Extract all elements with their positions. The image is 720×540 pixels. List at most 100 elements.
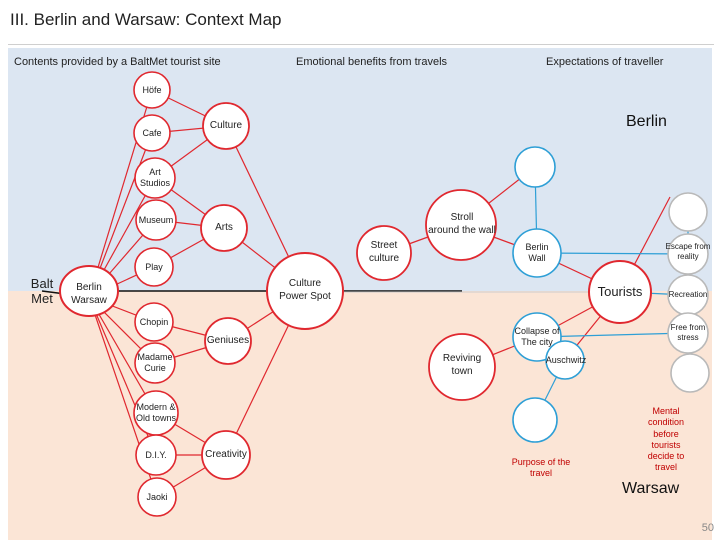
label-reviving-1: Reviving (442, 353, 482, 364)
label-play: Play (145, 262, 163, 272)
label-berlin-wall-1: Berlin (525, 242, 549, 252)
header-contents: Contents provided by a BaltMet tourist s… (14, 56, 221, 68)
label-mental-6: travel (654, 462, 677, 473)
label-reviving-2: town (451, 365, 473, 377)
label-mental-2: condition (647, 417, 685, 428)
node-hofe (133, 71, 171, 109)
label-power-1: Culture (288, 278, 322, 289)
baltmet-label: Balt Met (24, 276, 60, 307)
label-mental-5: decide to (647, 451, 685, 461)
label-stroll-1: Stroll (450, 212, 474, 223)
label-mental-condition: Mental condition before tourists decide … (636, 406, 696, 474)
label-purpose-2: travel (529, 468, 552, 479)
label-culture: Culture (209, 120, 243, 131)
baltmet-line2: Met (31, 290, 53, 306)
node-cafe (133, 114, 171, 152)
node-play (134, 247, 174, 287)
page-number: 50 (701, 522, 714, 534)
label-art-studios-1: Art (149, 167, 161, 177)
label-museum: Museum (138, 215, 174, 225)
label-recreation: Recreation (668, 290, 708, 299)
label-escape-2: reality (677, 252, 699, 261)
label-street-culture: Street culture (357, 240, 411, 265)
header-emotional: Emotional benefits from travels (296, 56, 448, 68)
label-chopin: Chopin (139, 317, 169, 327)
label-madame-curie: Madame Curie (134, 352, 176, 375)
label-stroll: Stroll around the wall (420, 212, 504, 237)
bw-node-label: Berlin Warsaw (60, 282, 118, 307)
node-geniuses (204, 317, 252, 365)
label-mental-4: tourists (651, 439, 681, 450)
header-expectations: Expectations of traveller (546, 56, 664, 68)
node-expect-1 (514, 146, 556, 188)
label-collapse-2: The city (521, 337, 553, 348)
node-creativity (201, 430, 251, 480)
label-arts: Arts (215, 222, 233, 233)
label-stroll-2: around the wall (428, 224, 496, 236)
node-arts (200, 204, 248, 252)
node-diy (135, 434, 177, 476)
label-street-1: Street (370, 240, 398, 251)
label-mental-1: Mental (652, 406, 680, 416)
bw-node-berlin: Berlin (76, 282, 102, 293)
label-street-2: culture (368, 252, 399, 264)
label-purpose-1: Purpose of the (511, 457, 571, 467)
nodes (59, 71, 710, 517)
node-stroll (425, 189, 497, 261)
label-free-1: Free from (670, 323, 706, 332)
label-berlin-wall-2: Wall (528, 253, 546, 264)
label-auschwitz: Auschwitz (545, 355, 587, 365)
edge-blue-free (536, 332, 689, 338)
edge-blue-escape (536, 252, 689, 255)
label-tourists: Tourists (597, 284, 643, 299)
label-diy: D.I.Y. (145, 450, 167, 460)
node-museum (135, 199, 177, 241)
node-berlin-wall (512, 228, 562, 278)
label-geniuses: Geniuses (206, 335, 250, 346)
node-madame-curie (134, 342, 176, 384)
bw-node-warsaw: Warsaw (71, 294, 107, 306)
label-escape: Escape from reality (660, 242, 716, 262)
label-jaoki: Jaoki (146, 492, 168, 502)
node-escape (667, 233, 709, 275)
city-label-warsaw: Warsaw (622, 480, 680, 497)
node-tourists (588, 260, 652, 324)
node-street-culture (356, 225, 412, 281)
label-power-2: Power Spot (279, 290, 331, 302)
page-title: III. Berlin and Warsaw: Context Map (10, 10, 282, 29)
node-free-stress (667, 312, 709, 354)
baltmet-line1: Balt (30, 276, 54, 291)
label-free-stress: Free from stress (664, 323, 712, 343)
city-label-berlin: Berlin (626, 113, 667, 130)
label-reviving-town: Reviving town (432, 353, 492, 378)
node-jaoki (137, 477, 177, 517)
node-reviving-town (428, 333, 496, 401)
label-curie-2: Curie (144, 363, 166, 374)
label-free-2: stress (677, 333, 699, 342)
label-escape-1: Escape from (665, 242, 711, 251)
label-creativity: Creativity (205, 449, 247, 460)
node-purpose (512, 397, 558, 443)
label-purpose: Purpose of the travel (500, 457, 582, 480)
label-cafe: Cafe (142, 128, 162, 138)
node-auschwitz (545, 340, 585, 380)
node-art-studios (134, 157, 176, 199)
label-art-studios: Art Studios (134, 167, 176, 190)
node-berlin-warsaw (59, 265, 119, 317)
label-collapse-1: Collapse of (514, 326, 560, 336)
label-modern-old-1: Modern & (136, 402, 176, 412)
label-modern-old-2: Old towns (135, 413, 177, 424)
label-berlin-wall: Berlin Wall (514, 242, 560, 265)
title-divider (8, 44, 714, 45)
label-art-studios-2: Studios (139, 178, 171, 189)
node-chopin (134, 302, 174, 342)
label-mental-3: before (653, 428, 679, 439)
node-culture-power-spot (266, 252, 344, 330)
label-curie-1: Madame (137, 352, 173, 362)
node-gray-5 (670, 353, 710, 393)
label-modern-old: Modern & Old towns (132, 402, 180, 425)
label-collapse: Collapse of The city (508, 326, 566, 349)
label-hofe: Höfe (142, 85, 162, 95)
node-culture (202, 102, 250, 150)
